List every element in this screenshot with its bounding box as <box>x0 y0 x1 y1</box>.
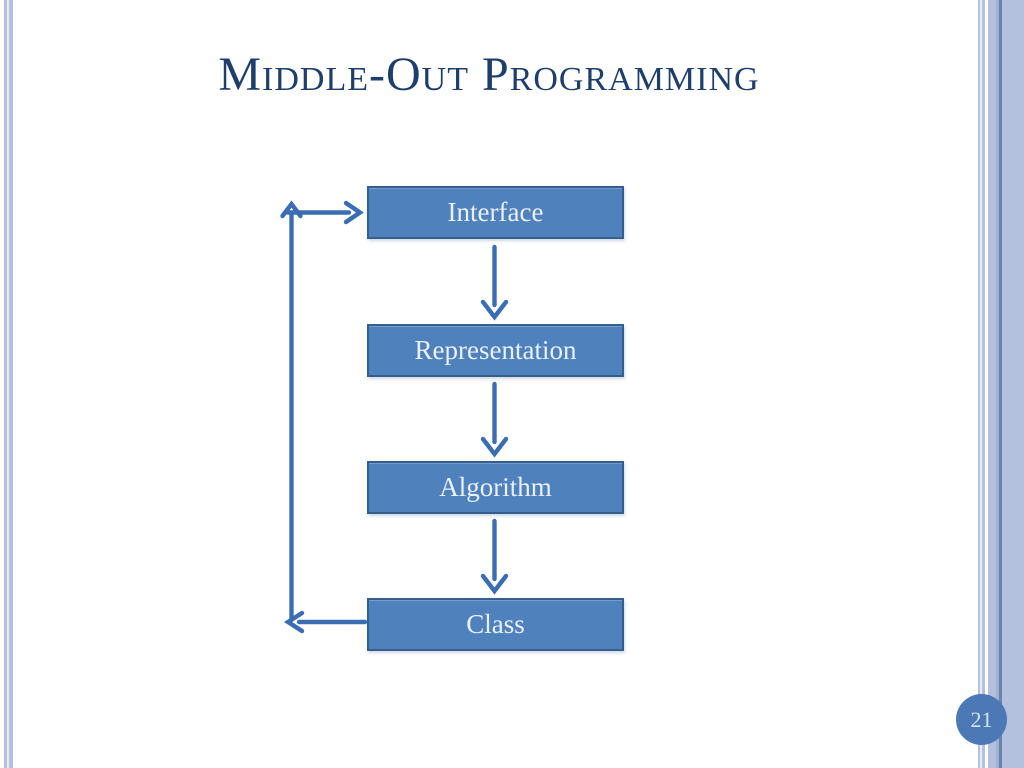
right-edge-band-dark-line <box>999 0 1002 768</box>
flow-box-label: Interface <box>447 197 544 227</box>
right-edge-band <box>988 0 1024 768</box>
right-edge-band-shade <box>996 0 999 768</box>
flow-box-representation: Representation <box>367 324 624 377</box>
right-edge-stripe <box>978 0 980 768</box>
slide-title: Middle-Out Programming <box>218 48 760 101</box>
flow-box-label: Algorithm <box>439 472 552 502</box>
flow-box-label: Representation <box>414 335 577 365</box>
arrow-algorithm-to-class <box>480 518 509 595</box>
left-edge-stripe <box>4 0 7 768</box>
flow-box-algorithm: Algorithm <box>367 461 624 514</box>
left-edge-stripe-inner <box>9 0 13 768</box>
page-number-badge: 21 <box>956 694 1007 745</box>
left-edge-stripe-highlight <box>7 0 9 768</box>
arrow-interface-to-representation <box>480 244 509 321</box>
right-edge-stripe-inner <box>982 0 985 768</box>
arrow-class-loop-back-to-interface <box>280 200 368 634</box>
flow-box-class: Class <box>367 598 624 651</box>
page-number: 21 <box>970 706 993 732</box>
flow-box-label: Class <box>466 609 525 639</box>
flow-box-interface: Interface <box>367 186 624 239</box>
right-edge-stripe-highlight <box>980 0 982 768</box>
arrow-representation-to-algorithm <box>480 381 509 458</box>
